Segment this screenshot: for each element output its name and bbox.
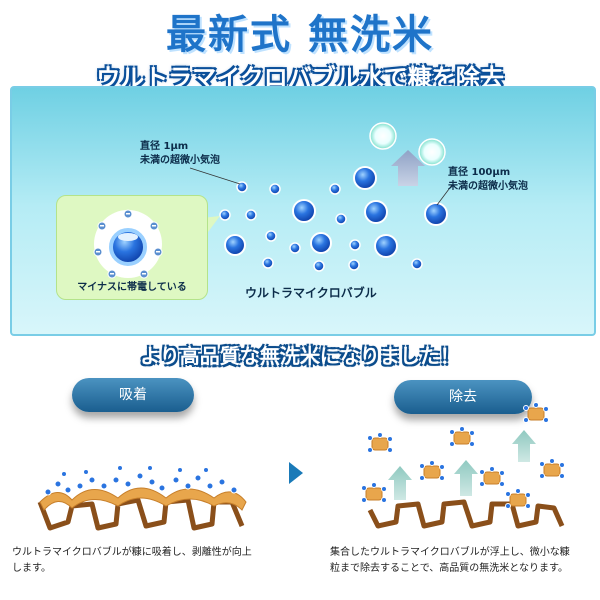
charge-label: マイナスに帯電している	[77, 282, 187, 293]
small-bubble-leader	[189, 167, 241, 185]
adsorb-caption: ウルトラマイクロバブルが糠に吸着し、剥離性が向上 します。	[12, 547, 252, 574]
main-title: 最新式 無洗米	[166, 12, 434, 58]
quality-heading: より高品質な無洗米になりました！	[140, 344, 460, 368]
rising-bubbles-icon	[369, 122, 446, 166]
small-bubble-label: 直径 1µm 未満の超微小気泡	[140, 141, 220, 166]
small-bubbles	[219, 181, 423, 272]
large-bubble-label: 直径 100µm 未満の超微小気泡	[448, 167, 528, 192]
next-step-arrow-icon	[289, 462, 303, 484]
remove-illustration	[361, 402, 565, 529]
adsorb-illustration	[37, 465, 247, 531]
adsorb-step-label: 吸着	[72, 378, 194, 412]
rising-arrow-icon	[391, 150, 425, 186]
remove-caption: 集合したウルトラマイクロバブルが浮上し、微小な糠 粒まで除去することで、高品質の…	[330, 547, 570, 574]
charged-bubble-icon	[93, 209, 163, 279]
remove-step-label: 除去	[394, 380, 532, 414]
ultra-microbubble-label: ウルトラマイクロバブル	[245, 286, 377, 300]
large-bubbles	[224, 166, 448, 258]
bran-clusters	[361, 402, 565, 509]
large-bubble-leader	[436, 184, 453, 206]
